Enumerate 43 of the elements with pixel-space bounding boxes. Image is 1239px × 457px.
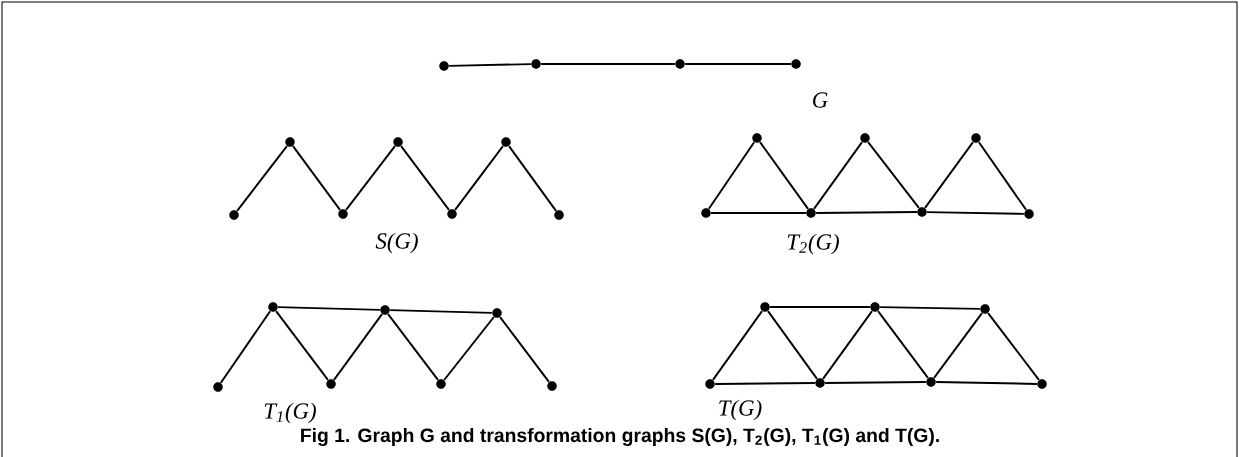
graph-edge: [275, 310, 329, 381]
graph-edge: [813, 141, 863, 210]
graph-edge: [822, 310, 873, 380]
graph-edge: [443, 316, 495, 381]
graph-edge: [879, 306, 981, 310]
graph-edge: [508, 145, 557, 212]
graph-label: T$_{1}$(G): [264, 402, 316, 424]
caption: Fig 1. Graph G and transformation graphs S(G), T$_{2}$(G), T$_{1}$(G) and T(G).: [301, 427, 939, 447]
graph-edge: [759, 141, 809, 210]
graph-edge: [277, 306, 381, 311]
graph-edge: [815, 211, 918, 214]
graph-label: S(G): [375, 232, 418, 254]
graph-edge: [977, 141, 1028, 211]
graph-edge: [924, 141, 974, 209]
graph-edge: [333, 313, 383, 381]
graph-label: G: [813, 92, 828, 108]
graph-edge: [389, 309, 493, 314]
graph-edge: [877, 310, 929, 379]
graph-label: T$_{2}$(G): [787, 233, 839, 255]
graph-edge: [292, 145, 341, 211]
graph-edge: [454, 145, 504, 211]
graph-edge: [387, 313, 439, 381]
graph-edge: [867, 141, 920, 209]
graph-edge: [714, 382, 816, 385]
graph-edge: [824, 381, 927, 384]
graph-edge: [707, 141, 756, 210]
graph-edge: [769, 306, 871, 308]
graph-edge: [933, 312, 983, 379]
graph-label: T(G): [719, 399, 762, 421]
graph-edge: [712, 310, 763, 381]
graph-edge: [345, 145, 396, 211]
graph-edge: [926, 211, 1025, 215]
graph-edge: [219, 310, 272, 384]
graph-edge: [767, 310, 818, 380]
graph-edge: [710, 212, 807, 214]
graph-edge: [987, 312, 1040, 381]
graph-edge: [935, 381, 1038, 385]
graph-edge: [540, 63, 676, 65]
graph-edge: [400, 145, 450, 211]
graph-edge: [684, 63, 792, 65]
graph-edge: [236, 145, 288, 212]
graph-edge: [499, 316, 550, 383]
graph-edge: [448, 63, 532, 67]
